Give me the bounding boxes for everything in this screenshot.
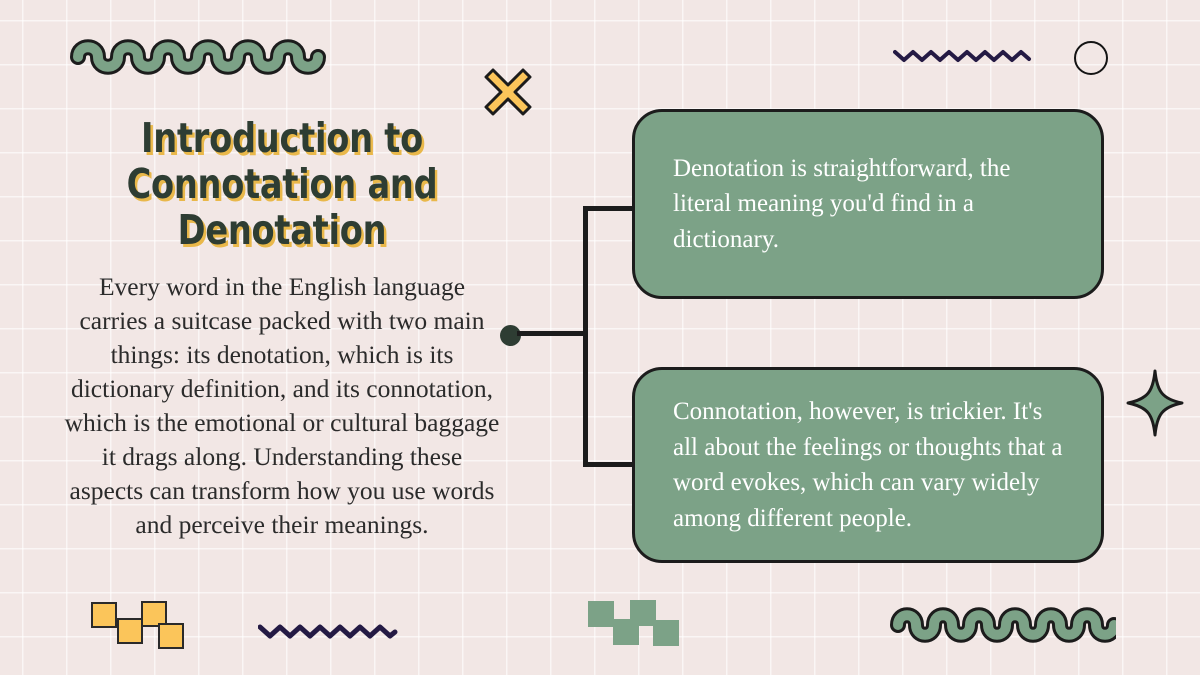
squiggle-bottom-right-icon xyxy=(890,607,1116,643)
connector-stub-top xyxy=(583,206,643,211)
card-denotation: Denotation is straightforward, the liter… xyxy=(632,109,1104,299)
connector-dot xyxy=(500,325,521,346)
zigzag-top-right-icon xyxy=(893,50,1031,62)
squiggle-top-left-icon xyxy=(70,39,326,75)
connector-stub-bottom xyxy=(583,462,643,467)
zigzag-bottom-left-icon xyxy=(258,624,398,639)
left-text-column: Introduction to Connotation and Denotati… xyxy=(62,114,502,542)
card-connotation-text: Connotation, however, is trickier. It's … xyxy=(673,398,1063,532)
yellow-square xyxy=(117,618,143,644)
x-mark-icon xyxy=(484,68,532,116)
green-square xyxy=(588,601,614,627)
connector-horizontal-line xyxy=(517,331,587,336)
green-square xyxy=(653,620,679,646)
four-point-star-icon xyxy=(1126,369,1184,437)
connector-vertical-line xyxy=(583,206,588,467)
yellow-square xyxy=(158,623,184,649)
body-paragraph: Every word in the English language carri… xyxy=(64,271,500,539)
yellow-square xyxy=(91,602,117,628)
card-denotation-text: Denotation is straightforward, the liter… xyxy=(673,154,1011,253)
circle-outline-icon xyxy=(1074,41,1108,75)
card-connotation: Connotation, however, is trickier. It's … xyxy=(632,367,1104,563)
yellow-square xyxy=(141,601,167,627)
green-square xyxy=(630,600,656,626)
page-title: Introduction to Connotation and Denotati… xyxy=(126,114,438,254)
